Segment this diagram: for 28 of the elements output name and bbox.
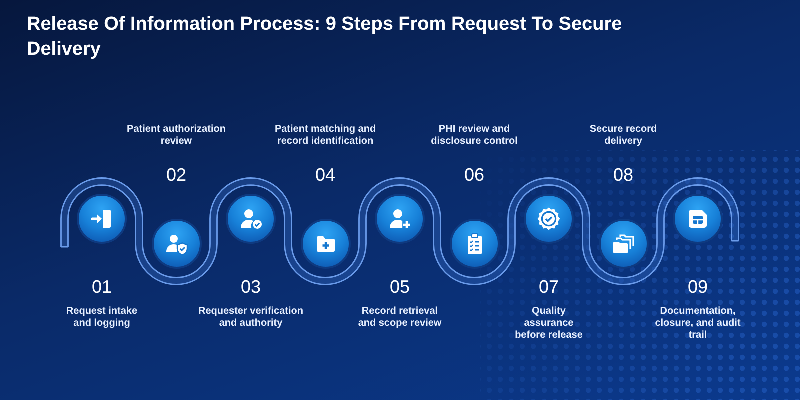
step-description: Patient authorization review xyxy=(126,124,227,148)
step-description: Documentation, closure, and audit trail xyxy=(654,306,742,342)
step-description: PHI review and disclosure control xyxy=(430,124,519,148)
step-circle xyxy=(77,194,127,244)
step-number: 05 xyxy=(390,276,410,298)
step-description: Quality assurance before release xyxy=(514,306,584,342)
step-number: 08 xyxy=(613,164,634,186)
step-circle xyxy=(152,219,202,269)
step-circle xyxy=(524,194,574,244)
step-number: 01 xyxy=(92,276,112,298)
step-circle xyxy=(375,194,425,244)
step-number: 06 xyxy=(464,164,485,186)
step-circle xyxy=(450,219,500,269)
step-description: Requester verification and authority xyxy=(197,306,305,330)
step-circle xyxy=(673,194,723,244)
step-number: 03 xyxy=(240,276,262,298)
step-number: 02 xyxy=(166,164,187,186)
step-number: 07 xyxy=(538,276,560,298)
step-circle xyxy=(300,219,350,269)
step-number: 09 xyxy=(688,276,708,298)
title: Release Of Information Process: 9 Steps From Request To Secure Delivery xyxy=(27,13,624,62)
step-description: Secure record delivery xyxy=(588,124,658,148)
step-description: Request intake and logging xyxy=(65,306,139,330)
step-circle xyxy=(598,219,648,269)
step-description: Record retrieval and scope review xyxy=(358,306,442,330)
step-circle xyxy=(226,194,276,244)
step-description: Patient matching and record identification xyxy=(274,124,378,148)
step-number: 04 xyxy=(315,164,336,186)
